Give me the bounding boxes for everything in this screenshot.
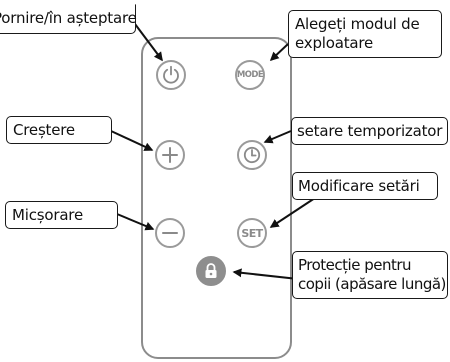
mode-button[interactable]: MODE	[235, 60, 265, 90]
timer-button[interactable]	[237, 140, 267, 170]
minus-icon	[162, 232, 178, 234]
remote-control-body	[141, 37, 292, 359]
power-icon	[163, 65, 179, 84]
arrow-timer	[263, 130, 292, 144]
arrow-plus	[110, 130, 154, 151]
arrow-set	[269, 195, 319, 228]
callout-set-line-1: Modificare setări	[298, 177, 420, 195]
callout-power: Pornire/în așteptare	[0, 4, 137, 34]
set-button[interactable]: SET	[237, 218, 267, 248]
set-button-label: SET	[241, 226, 263, 240]
callout-mode: Alegeți modul de exploatare	[288, 10, 442, 58]
callout-plus: Creștere	[6, 116, 112, 144]
callout-minus: Micșorare	[5, 201, 118, 229]
arrow-mode	[269, 43, 289, 62]
callout-mode-line-2: exploatare	[295, 34, 374, 52]
callout-timer: setare temporizator	[291, 117, 448, 145]
lock-icon	[205, 263, 217, 278]
callout-lock-line-1: Protecție pentru	[298, 256, 412, 274]
power-button[interactable]	[156, 60, 186, 90]
arrow-minus	[116, 213, 155, 231]
callout-set: Modificare setări	[292, 172, 438, 200]
arrow-power	[134, 23, 163, 62]
callout-minus-line-1: Micșorare	[12, 206, 83, 224]
mode-button-label: MODE	[236, 70, 264, 80]
callout-lock-line-2: copii (apăsare lungă)	[298, 275, 446, 293]
callout-timer-line-1: setare temporizator	[297, 122, 443, 140]
callout-plus-line-1: Creștere	[13, 121, 75, 139]
clock-icon	[243, 146, 261, 164]
minus-button[interactable]	[155, 218, 185, 248]
arrow-lock	[232, 268, 299, 280]
plus-icon	[162, 147, 178, 163]
lock-button[interactable]	[196, 256, 226, 286]
plus-button[interactable]	[155, 140, 185, 170]
callout-power-line-1: Pornire/în așteptare	[0, 9, 137, 27]
callout-lock: Protecție pentru copii (apăsare lungă)	[292, 251, 448, 299]
callout-mode-line-1: Alegeți modul de	[295, 15, 420, 33]
